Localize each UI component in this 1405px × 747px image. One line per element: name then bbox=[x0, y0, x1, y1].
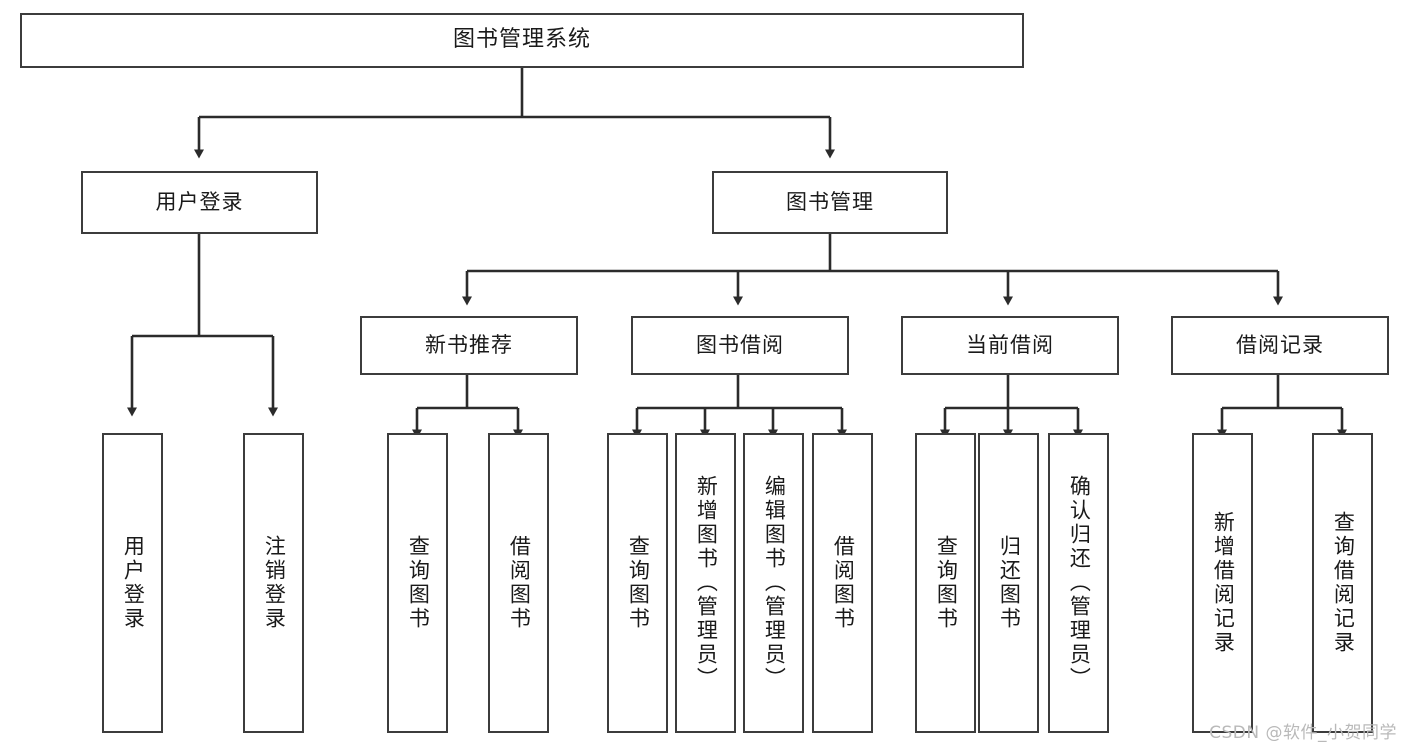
node-label: 新增图书（管理员） bbox=[694, 475, 719, 691]
node-book-borrowing[interactable]: 图书借阅 bbox=[631, 316, 849, 375]
leaf-query-book-recommendation[interactable]: 查询图书 bbox=[387, 433, 448, 733]
node-label: 图书管理系统 bbox=[452, 27, 591, 53]
node-label: 图书管理 bbox=[786, 189, 874, 214]
leaf-confirm-return-admin[interactable]: 确认归还（管理员） bbox=[1048, 433, 1109, 733]
node-borrowing-records[interactable]: 借阅记录 bbox=[1171, 316, 1389, 375]
leaf-borrow-book-recommendation[interactable]: 借阅图书 bbox=[488, 433, 549, 733]
node-label: 借阅图书 bbox=[507, 535, 532, 631]
node-label: 图书借阅 bbox=[696, 332, 784, 357]
node-user-login[interactable]: 用户登录 bbox=[81, 171, 318, 234]
node-label: 新增借阅记录 bbox=[1211, 511, 1236, 655]
node-new-book-recommendation[interactable]: 新书推荐 bbox=[360, 316, 578, 375]
leaf-user-login[interactable]: 用户登录 bbox=[102, 433, 163, 733]
watermark: CSDN @软件_小贺同学 bbox=[1209, 723, 1397, 743]
node-label: 查询图书 bbox=[406, 535, 431, 631]
node-label: 当前借阅 bbox=[966, 332, 1054, 357]
node-label: 查询图书 bbox=[626, 535, 651, 631]
leaf-query-book-borrowing[interactable]: 查询图书 bbox=[607, 433, 668, 733]
node-label: 确认归还（管理员） bbox=[1067, 475, 1092, 691]
node-label: 归还图书 bbox=[997, 535, 1022, 631]
node-label: 编辑图书（管理员） bbox=[762, 475, 787, 691]
leaf-add-borrowing-record[interactable]: 新增借阅记录 bbox=[1192, 433, 1253, 733]
node-label: 借阅记录 bbox=[1236, 332, 1324, 357]
leaf-logout[interactable]: 注销登录 bbox=[243, 433, 304, 733]
leaf-query-borrowing-record[interactable]: 查询借阅记录 bbox=[1312, 433, 1373, 733]
node-label: 注销登录 bbox=[262, 535, 287, 631]
node-current-borrowing[interactable]: 当前借阅 bbox=[901, 316, 1119, 375]
leaf-borrow-book-borrowing[interactable]: 借阅图书 bbox=[812, 433, 873, 733]
node-label: 查询借阅记录 bbox=[1331, 511, 1356, 655]
leaf-edit-book-admin[interactable]: 编辑图书（管理员） bbox=[743, 433, 804, 733]
leaf-query-book-current[interactable]: 查询图书 bbox=[915, 433, 976, 733]
node-label: 用户登录 bbox=[155, 189, 244, 214]
node-label: 新书推荐 bbox=[425, 332, 513, 357]
node-label: 借阅图书 bbox=[831, 535, 856, 631]
leaf-return-book[interactable]: 归还图书 bbox=[978, 433, 1039, 733]
node-label: 用户登录 bbox=[121, 535, 146, 631]
node-label: 查询图书 bbox=[934, 535, 959, 631]
node-book-management[interactable]: 图书管理 bbox=[712, 171, 948, 234]
node-root-book-management-system[interactable]: 图书管理系统 bbox=[20, 13, 1024, 68]
leaf-add-book-admin[interactable]: 新增图书（管理员） bbox=[675, 433, 736, 733]
